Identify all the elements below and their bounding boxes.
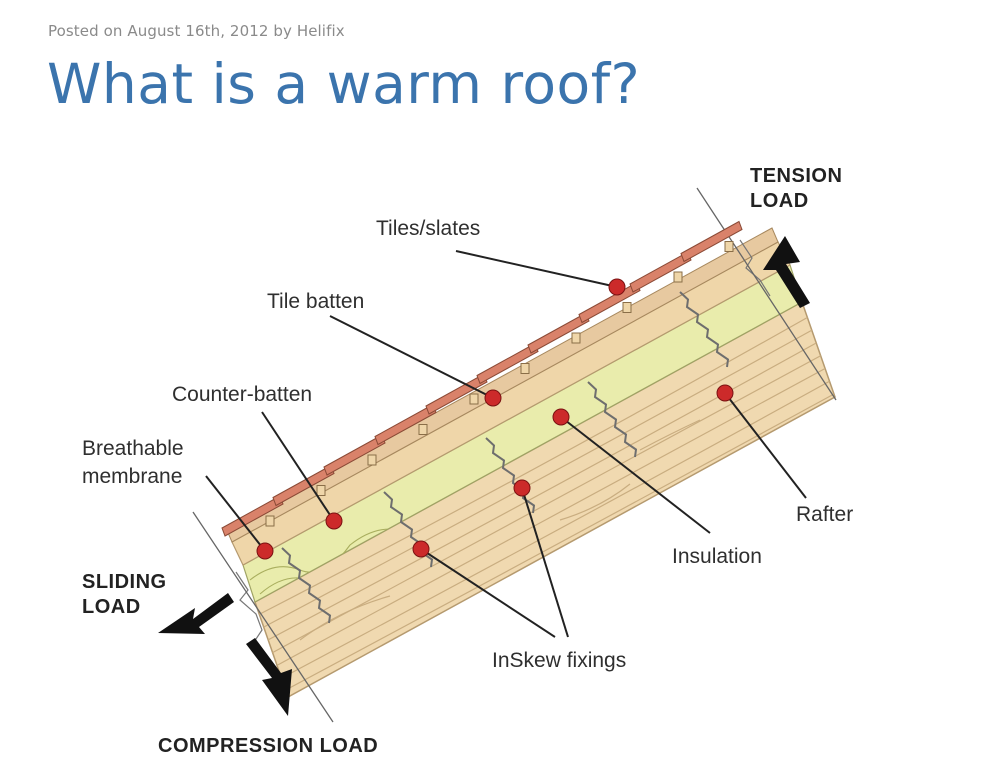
label-fixings: InSkew fixings — [492, 649, 626, 672]
label-tile-batten: Tile batten — [267, 290, 364, 313]
tile-batten — [469, 393, 479, 405]
label-tiles: Tiles/slates — [376, 217, 480, 240]
page-title: What is a warm roof? — [47, 52, 641, 116]
tile-batten — [622, 302, 632, 313]
tile-batten — [673, 271, 683, 283]
section-line-bottom — [192, 511, 334, 723]
inskew-fixing — [679, 291, 730, 368]
tension-load-line2: LOAD — [750, 190, 809, 212]
compression-load: COMPRESSION LOAD — [158, 735, 378, 757]
break-line-upper — [739, 239, 771, 297]
label-membrane-line1: Breathable — [82, 437, 184, 460]
label-counter-batten: Counter-batten — [172, 383, 312, 406]
marker-tile-batten — [484, 389, 502, 407]
sliding-arrow — [158, 593, 234, 634]
leader-fixings-b — [521, 487, 569, 638]
inskew-fixing — [281, 547, 332, 624]
tile — [374, 403, 437, 446]
sliding-load-line1: SLIDING — [82, 571, 167, 593]
label-membrane-line2: membrane — [82, 465, 182, 488]
marker-fixings-b — [513, 479, 531, 497]
marker-insulation — [552, 408, 570, 426]
label-insulation: Insulation — [672, 545, 762, 568]
tile — [680, 220, 743, 263]
post-meta: Posted on August 16th, 2012 by Helifix — [48, 22, 345, 40]
tile-batten — [571, 332, 581, 344]
leader-tiles — [455, 250, 618, 288]
marker-tiles — [608, 278, 626, 296]
tile — [476, 342, 539, 385]
marker-fixings-a — [412, 540, 430, 558]
leader-fixings-a — [420, 548, 556, 638]
marker-counter-batten — [325, 512, 343, 530]
leader-membrane — [205, 475, 266, 552]
membrane-layer — [225, 227, 779, 543]
tile-batten — [724, 241, 734, 252]
marker-membrane — [256, 542, 274, 560]
tile — [629, 251, 692, 293]
tile-batten — [367, 454, 377, 466]
leader-tile-batten — [329, 315, 494, 399]
leader-rafter — [724, 392, 807, 499]
tile-batten — [265, 515, 275, 527]
inskew-fixing — [587, 381, 638, 458]
tile — [323, 434, 386, 476]
tile — [272, 464, 335, 507]
tile-batten — [418, 424, 428, 435]
tension-load-line1: TENSION — [750, 165, 842, 187]
label-rafter: Rafter — [796, 503, 853, 526]
tile — [221, 495, 284, 537]
leader-insulation — [560, 416, 711, 534]
rafter-body — [254, 300, 836, 699]
tile-batten — [316, 485, 326, 496]
marker-rafter — [716, 384, 734, 402]
section-line-top — [696, 187, 837, 401]
compression-arrow — [246, 638, 292, 716]
tiles-group — [221, 220, 743, 537]
tile-batten — [520, 363, 530, 374]
sliding-load-line2: LOAD — [82, 596, 141, 618]
tension-arrow — [763, 236, 810, 308]
leader-counter-batten — [261, 411, 335, 522]
tile — [527, 312, 590, 354]
